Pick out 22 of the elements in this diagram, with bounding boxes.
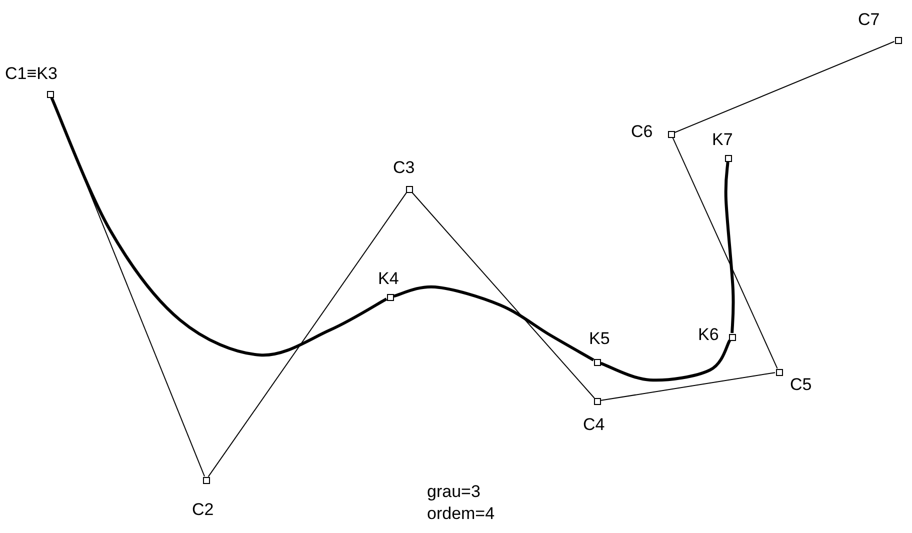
spline-curve-segment — [50, 97, 388, 357]
parameter-note: ordem=4 — [427, 504, 495, 524]
point-label: K5 — [589, 329, 610, 349]
spline-curve-segment — [600, 340, 732, 382]
point-label: C3 — [393, 158, 415, 178]
spline-curve-segment — [724, 162, 735, 334]
parameter-note: grau=3 — [427, 482, 480, 502]
control-polygon-line — [600, 372, 776, 401]
control-polygon-line — [411, 192, 595, 398]
control-polygon-line — [672, 137, 778, 369]
point-label: K4 — [378, 269, 399, 289]
point-label: K7 — [712, 130, 733, 150]
point-label: C4 — [583, 415, 605, 435]
point-label: K6 — [698, 325, 719, 345]
point-label: C2 — [192, 500, 214, 520]
point-label: C5 — [790, 375, 812, 395]
control-polygon-line — [674, 41, 895, 133]
spline-curve-segment — [394, 285, 594, 362]
point-label: C7 — [858, 10, 880, 30]
point-label: C1≡K3 — [5, 64, 58, 84]
point-label: C6 — [631, 122, 653, 142]
control-polygon-line — [208, 192, 408, 478]
